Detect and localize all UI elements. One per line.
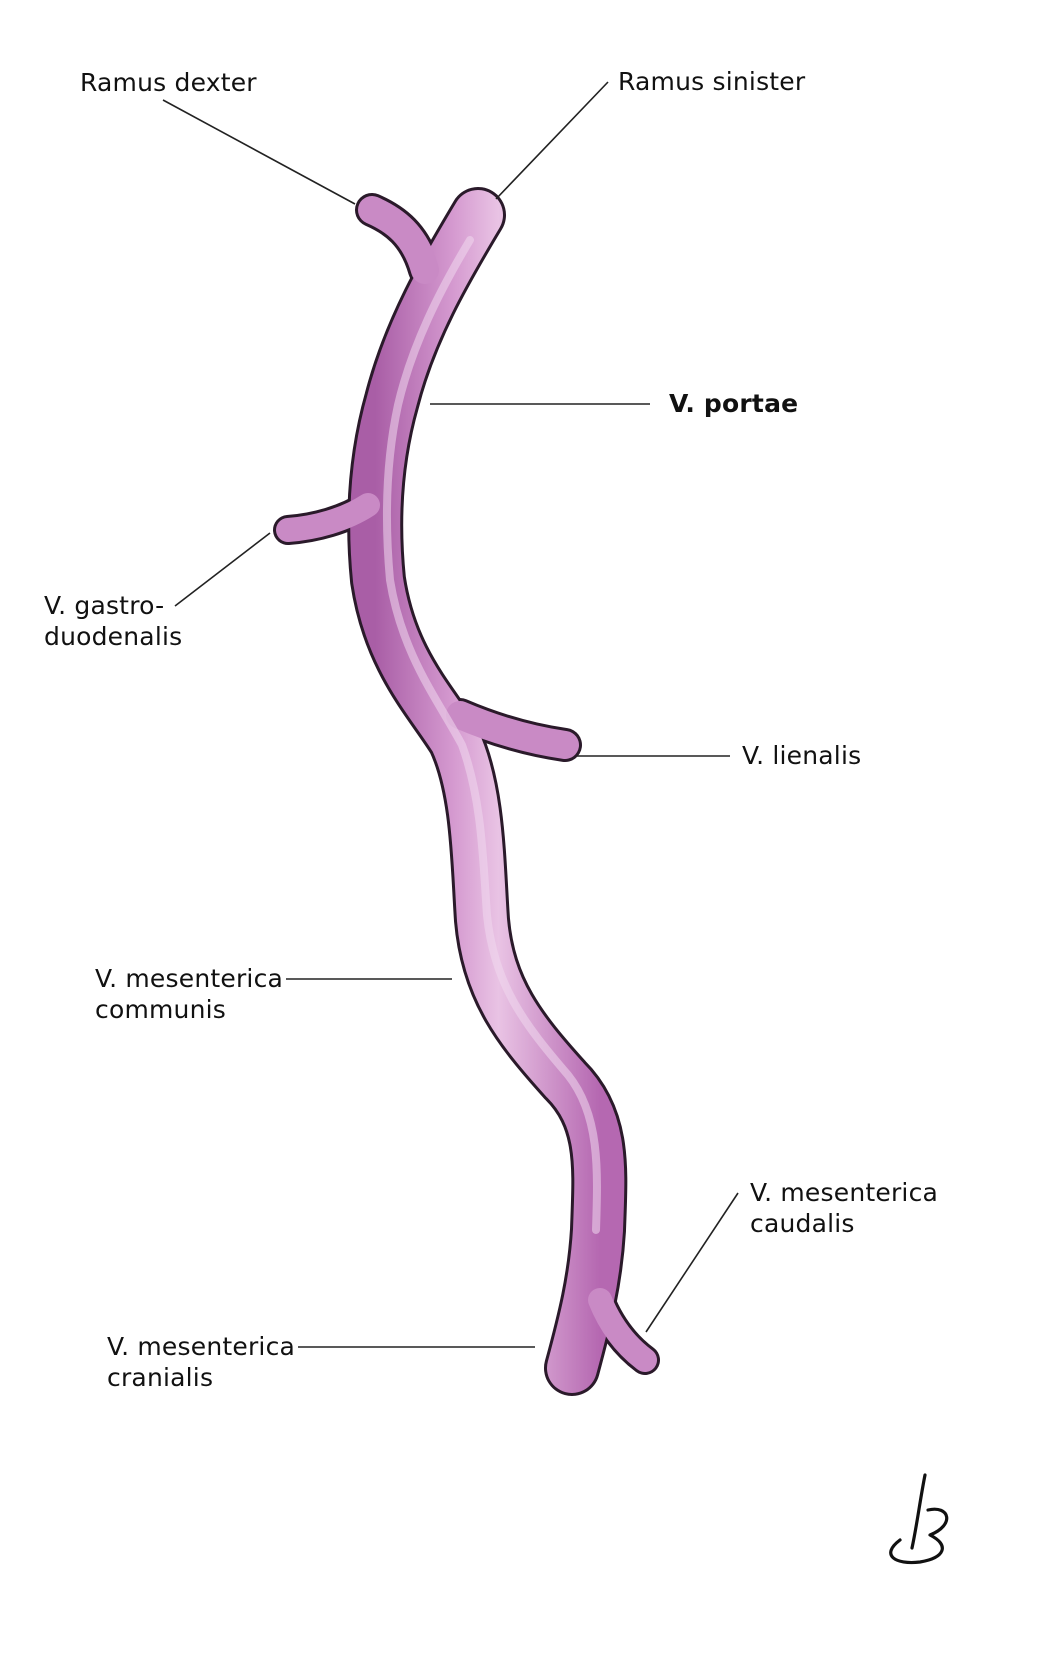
label-v-mesenterica-communis-line2: communis [95, 995, 227, 1024]
trunk-highlight [382, 236, 601, 1234]
label-v-mesenterica-caudalis-line1: V. mesenterica [750, 1178, 939, 1207]
leader-ramus-dexter [162, 99, 356, 205]
label-v-mesenterica-cranialis-line1: V. mesenterica [107, 1332, 296, 1361]
leader-ramus-sinister [495, 81, 609, 200]
lienalis-fill [446, 701, 579, 759]
label-v-mesenterica-caudalis-line2: caudalis [750, 1209, 855, 1238]
label-v-gastroduodenalis-line2: duodenalis [44, 622, 183, 651]
label-v-lienalis: V. lienalis [742, 741, 862, 770]
label-v-gastroduodenalis: V. gastro- duodenalis [44, 590, 182, 652]
label-v-mesenterica-communis: V. mesenterica communis [95, 963, 283, 1025]
trunk-fill [350, 190, 625, 1393]
label-v-mesenterica-cranialis-line2: cranialis [107, 1363, 214, 1392]
label-v-gastroduodenalis-line1: V. gastro- [44, 591, 165, 620]
label-v-portae: V. portae [669, 389, 799, 418]
leader-lines [162, 81, 739, 1348]
leader-gastroduodenalis [174, 532, 271, 607]
label-ramus-sinister: Ramus sinister [618, 67, 806, 96]
caudalis-fill [588, 1288, 657, 1372]
label-v-mesenterica-cranialis: V. mesenterica cranialis [107, 1331, 295, 1393]
label-v-mesenterica-caudalis: V. mesenterica caudalis [750, 1177, 938, 1239]
ramus-dexter-fill [358, 196, 439, 284]
vessel-fill-layer [276, 190, 657, 1393]
artist-signature [889, 1473, 949, 1565]
leader-mesenterica-caudalis [645, 1192, 739, 1333]
gastroduodenalis-fill [276, 493, 380, 542]
label-v-mesenterica-communis-line1: V. mesenterica [95, 964, 284, 993]
label-ramus-dexter: Ramus dexter [80, 68, 257, 97]
